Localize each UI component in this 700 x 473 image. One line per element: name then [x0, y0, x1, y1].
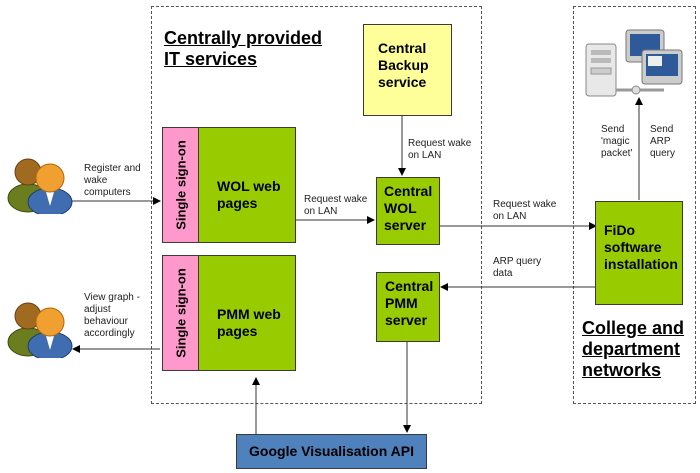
pages-request-wake-label: Request wake on LAN: [304, 194, 368, 217]
arp-query-data-label: ARP query data: [493, 256, 542, 279]
fido-software-box: FiDo software installation: [595, 201, 683, 305]
college-networks-heading: College and department networks: [582, 318, 685, 380]
college-networks-region: [573, 6, 696, 404]
backup-request-wake-label: Request wake on LAN: [408, 138, 472, 161]
google-visualisation-api-box: Google Visualisation API: [236, 434, 427, 469]
central-wol-server-box: Central WOL server: [376, 177, 440, 245]
network-computers-icon: [584, 28, 684, 100]
users-icon: [6, 150, 74, 217]
wol-single-sign-on: Single sign-on: [162, 127, 199, 243]
send-arp-query-label: Send ARP query: [650, 124, 676, 159]
central-backup-box: Central Backup service: [363, 24, 452, 116]
users-icon: [6, 294, 74, 361]
wol-to-fido-request-wake-label: Request wake on LAN: [493, 199, 557, 222]
register-wake-label: Register and wake computers: [84, 163, 141, 198]
wol-web-pages-box: WOL web pages: [198, 127, 296, 243]
send-magic-packet-label: Send 'magic packet': [601, 124, 633, 159]
view-graph-label: View graph - adjust behaviour accordingl…: [84, 292, 140, 339]
central-services-region: [151, 6, 482, 404]
central-services-heading: Centrally provided IT services: [164, 28, 323, 69]
pmm-single-sign-on: Single sign-on: [162, 255, 199, 371]
pmm-web-pages-box: PMM web pages: [198, 255, 296, 371]
central-pmm-server-box: Central PMM server: [376, 272, 440, 342]
